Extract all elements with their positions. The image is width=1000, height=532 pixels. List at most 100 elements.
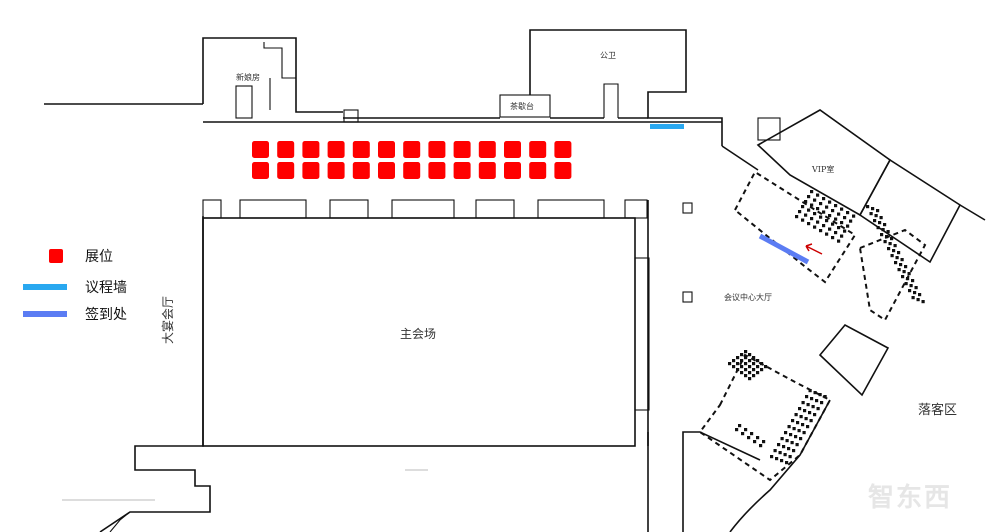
seat [756, 436, 760, 440]
seat [828, 214, 832, 218]
seat [892, 249, 896, 253]
seat [756, 365, 760, 369]
seat [819, 202, 823, 206]
seat [908, 289, 912, 293]
seat [796, 421, 800, 425]
seat [899, 263, 903, 267]
seat [878, 221, 882, 225]
seat [795, 215, 799, 219]
seat [802, 431, 806, 435]
seat [846, 224, 850, 228]
seat [846, 211, 850, 215]
seat [808, 389, 812, 393]
seat [888, 242, 892, 246]
booth [554, 162, 572, 179]
room-label-bridal-room: 新娘房 [236, 72, 260, 82]
seat [794, 413, 798, 417]
seat [913, 291, 917, 295]
seat [921, 300, 925, 304]
seat [756, 371, 760, 375]
seat [883, 240, 887, 244]
seat [801, 218, 805, 222]
booth [529, 141, 547, 158]
seat [740, 359, 744, 363]
booth [478, 141, 496, 158]
seat [752, 374, 756, 378]
seat [732, 365, 736, 369]
seat [823, 395, 827, 399]
seat [791, 419, 795, 423]
seat [890, 237, 894, 241]
seat [760, 368, 764, 372]
seat [810, 397, 814, 401]
seat [805, 395, 809, 399]
seat [744, 374, 748, 378]
seat [807, 222, 811, 226]
seat [794, 435, 798, 439]
legend-swatch-booth [49, 249, 63, 263]
seat [822, 224, 826, 228]
seat [752, 356, 756, 360]
seat [809, 419, 813, 423]
room-label-banquet-hall: 大宴会厅 [160, 296, 175, 344]
seat [902, 270, 906, 274]
seat [780, 459, 784, 463]
seat [788, 455, 792, 459]
seat [822, 197, 826, 201]
booth [378, 162, 395, 179]
booth [302, 162, 320, 179]
seat [789, 433, 793, 437]
seat [901, 275, 905, 279]
seat [871, 207, 875, 211]
seat [770, 455, 774, 459]
booth [252, 162, 269, 179]
seat [744, 362, 748, 366]
seat [813, 391, 817, 395]
seat [780, 437, 784, 441]
seat [810, 203, 814, 207]
seat [819, 229, 823, 233]
seat [753, 440, 757, 444]
seat [885, 235, 889, 239]
agenda-wall [650, 124, 684, 129]
seat [790, 441, 794, 445]
seat [801, 423, 805, 427]
seat [894, 261, 898, 265]
legend-label-agenda-wall: 议程墙 [85, 280, 127, 296]
seat [804, 417, 808, 421]
seat [764, 365, 768, 369]
seat [831, 209, 835, 213]
seat [752, 362, 756, 366]
room-label-vip: VIP室 [811, 164, 834, 174]
seat [798, 407, 802, 411]
seat [911, 296, 915, 300]
seat [795, 443, 799, 447]
legend-swatch-agenda-wall [23, 284, 67, 290]
seat [900, 258, 904, 262]
seat [828, 227, 832, 231]
seat [890, 254, 894, 258]
legend: 展位 议程墙 签到处 [23, 249, 127, 323]
booth [352, 141, 370, 158]
seat [735, 428, 739, 432]
seat [801, 401, 805, 405]
booth [504, 162, 521, 179]
seat [784, 431, 788, 435]
room-label-main-hall: 主会场 [400, 327, 436, 341]
seat [738, 424, 742, 428]
seat [783, 453, 787, 457]
seat [762, 440, 766, 444]
seat [732, 359, 736, 363]
seat [740, 353, 744, 357]
seat [840, 234, 844, 238]
seat [813, 212, 817, 216]
seat [897, 268, 901, 272]
seat [916, 298, 920, 302]
building-walls [44, 29, 986, 532]
seat [748, 353, 752, 357]
seat [874, 214, 878, 218]
legend-swatch-check-in [23, 311, 67, 317]
watermark-logo: 智东西 [868, 482, 952, 513]
seat [806, 425, 810, 429]
